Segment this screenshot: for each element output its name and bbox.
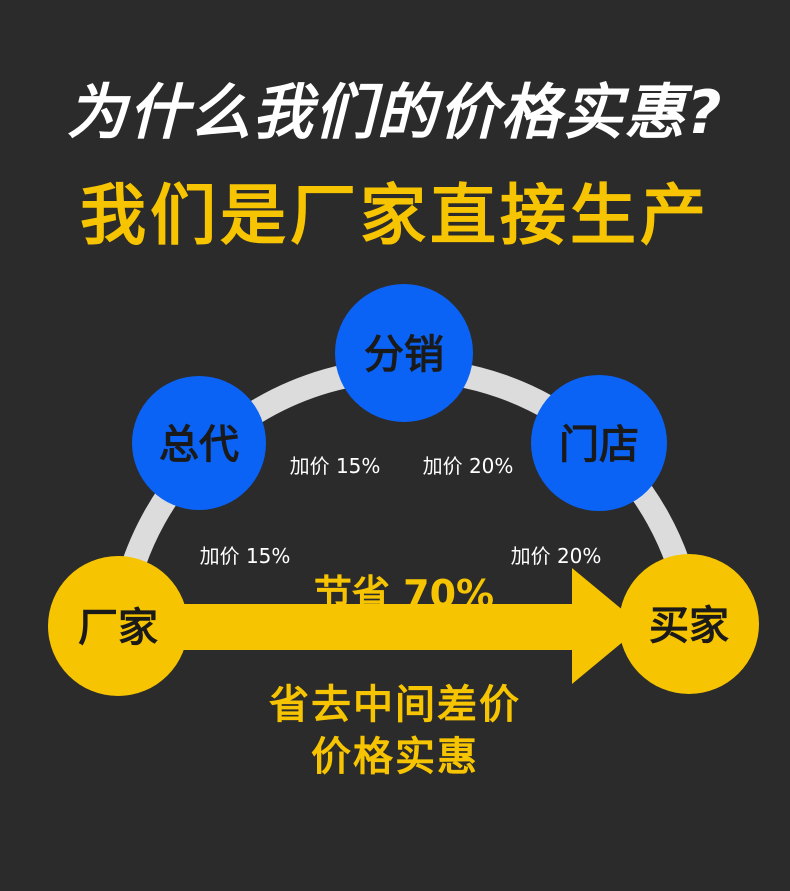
node-general-agent-label: 总代 — [159, 422, 239, 468]
node-buyer: 买家 — [619, 554, 759, 694]
node-store: 门店 — [531, 375, 667, 511]
node-distributor-label: 分销 — [364, 332, 444, 378]
direct-arrow — [150, 568, 642, 684]
savings-label: 节省 70% — [314, 572, 494, 616]
markup-distributor-to-store: 加价 20% — [423, 454, 514, 478]
node-general-agent: 总代 — [132, 376, 266, 510]
conclusion-line-2: 价格实惠 — [311, 734, 479, 780]
markup-general-to-distributor: 加价 15% — [290, 454, 381, 478]
page-subtitle: 我们是厂家直接生产 — [80, 177, 710, 254]
markup-store-to-buyer: 加价 20% — [511, 544, 602, 568]
page-title: 为什么我们的价格实惠? — [66, 78, 724, 148]
node-distributor: 分销 — [335, 284, 473, 422]
markup-factory-to-general: 加价 15% — [200, 544, 291, 568]
node-buyer-label: 买家 — [649, 603, 729, 649]
node-factory: 厂家 — [48, 556, 188, 696]
node-store-label: 门店 — [559, 422, 639, 468]
conclusion-line-1: 省去中间差价 — [269, 682, 521, 728]
node-factory-label: 厂家 — [78, 605, 158, 651]
